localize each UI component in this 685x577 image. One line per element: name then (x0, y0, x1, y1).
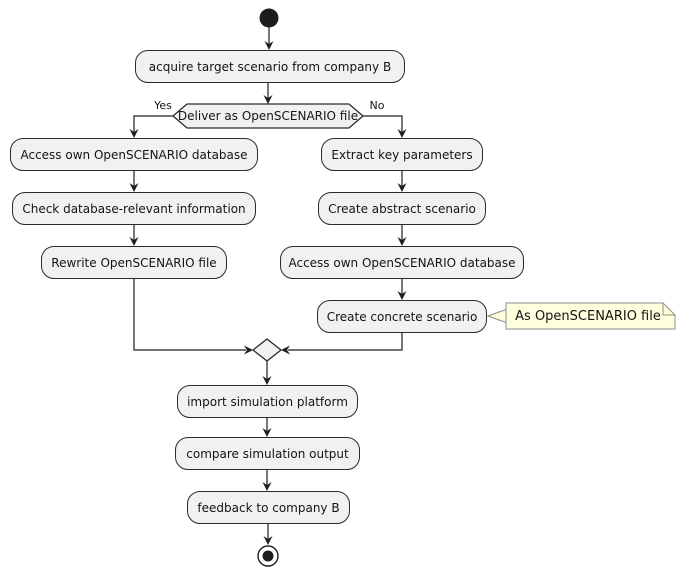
end-node (262, 550, 274, 562)
arrowhead-merge-right (281, 345, 290, 355)
connector-left-to-merge (133, 279, 246, 351)
activity-create-concrete-scenario: Create concrete scenario (317, 300, 487, 333)
note-shape (505, 302, 676, 330)
activity-compare-simulation-output: compare simulation output (175, 437, 360, 470)
arrowhead-right-3 (397, 237, 407, 246)
arrowhead-left-1 (129, 129, 139, 138)
activity-extract-key-parameters: Extract key parameters (321, 138, 483, 171)
arrowhead-right-2 (397, 183, 407, 192)
connector-decision-no (363, 115, 403, 133)
arrowhead-end (263, 536, 273, 545)
branch-label-no: No (369, 99, 385, 112)
arrowhead-right-4 (397, 291, 407, 300)
arrowhead-decision (263, 95, 273, 104)
activity-check-database-info: Check database-relevant information (12, 192, 256, 225)
activity-import-simulation-platform: import simulation platform (177, 385, 358, 418)
arrowhead-import (262, 376, 272, 385)
decision-hexagon (172, 103, 364, 129)
arrowhead-merge-left (244, 345, 253, 355)
activity-feedback-to-company-b: feedback to company B (187, 491, 350, 524)
arrowhead-left-3 (129, 237, 139, 246)
decision-label: Deliver as OpenSCENARIO file (177, 109, 359, 123)
activity-access-own-database-right: Access own OpenSCENARIO database (280, 246, 524, 279)
note-fold-corner (662, 303, 675, 316)
note-pointer (486, 308, 507, 324)
arrowhead-acquire (264, 41, 274, 50)
arrowhead-left-2 (129, 183, 139, 192)
arrowhead-compare (262, 428, 272, 437)
arrowhead-feedback (262, 482, 272, 491)
connector-right-to-merge (288, 333, 403, 351)
activity-rewrite-openscenario-file: Rewrite OpenSCENARIO file (41, 246, 227, 279)
note-as-openscenario-file: As OpenSCENARIO file (515, 308, 661, 324)
arrowhead-right-1 (397, 129, 407, 138)
arrowheads (129, 41, 407, 545)
branch-label-yes: Yes (154, 99, 172, 112)
activity-acquire-scenario: acquire target scenario from company B (135, 50, 405, 83)
activity-create-abstract-scenario: Create abstract scenario (318, 192, 486, 225)
merge-diamond (251, 338, 283, 362)
connector-decision-yes (133, 115, 173, 133)
start-node (259, 8, 279, 28)
activity-access-own-database-left: Access own OpenSCENARIO database (10, 138, 258, 171)
